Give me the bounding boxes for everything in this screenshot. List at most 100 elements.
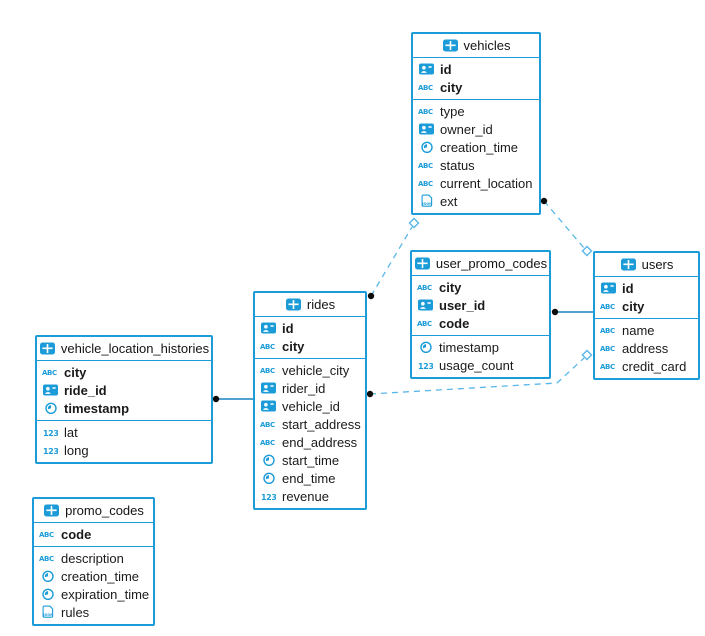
svg-text:ABC: ABC <box>417 284 432 292</box>
cardinality-dot <box>540 197 548 205</box>
text-type-icon: ABC <box>418 82 435 92</box>
text-type-icon: ABC <box>418 160 435 170</box>
field-label: expiration_time <box>61 586 150 602</box>
text-type-icon: ABC <box>39 529 56 539</box>
field-label: long <box>64 442 89 458</box>
id-badge-icon <box>42 384 59 396</box>
field-row-owner_id: owner_id <box>413 120 539 138</box>
number-type-icon: 123 <box>42 445 59 456</box>
svg-text:123: 123 <box>43 428 58 437</box>
id-badge-icon <box>418 63 435 75</box>
id-badge-icon <box>260 400 277 412</box>
table-header[interactable]: promo_codes <box>34 499 153 523</box>
table-icon <box>43 504 60 517</box>
field-row-ext: JSON ext <box>413 192 539 210</box>
relationship-line-rides-to-users <box>369 357 585 395</box>
svg-text:ABC: ABC <box>418 162 433 170</box>
field-label: start_address <box>282 416 361 432</box>
field-label: end_time <box>282 470 336 486</box>
text-type-icon: ABC <box>417 282 434 292</box>
field-label: vehicle_id <box>282 398 340 414</box>
json-type-icon: JSON <box>418 194 435 208</box>
field-row-creation_time: creation_time <box>413 138 539 156</box>
table-name: promo_codes <box>65 502 144 518</box>
field-label: status <box>440 157 475 173</box>
svg-text:ABC: ABC <box>418 84 433 92</box>
field-label: creation_time <box>440 139 519 155</box>
field-label: lat <box>64 424 78 440</box>
table-icon <box>414 257 431 270</box>
table-header[interactable]: vehicle_location_histories <box>37 337 211 361</box>
text-type-icon: ABC <box>600 301 617 311</box>
field-row-city: ABC city <box>37 363 211 381</box>
text-type-icon: ABC <box>260 341 277 351</box>
svg-text:ABC: ABC <box>260 439 275 447</box>
field-label: id <box>622 280 634 296</box>
field-label: ride_id <box>64 382 107 398</box>
relationship-line-vehicles-to-users <box>543 200 585 249</box>
svg-text:ABC: ABC <box>600 363 615 371</box>
field-label: creation_time <box>61 568 140 584</box>
datetime-type-icon <box>42 401 59 415</box>
table-header[interactable]: rides <box>255 293 365 317</box>
text-type-icon: ABC <box>418 178 435 188</box>
id-badge-icon <box>417 299 434 311</box>
svg-text:ABC: ABC <box>418 108 433 116</box>
field-label: city <box>64 364 87 380</box>
field-label: current_location <box>440 175 533 191</box>
table-name: vehicles <box>463 37 511 53</box>
table-name: users <box>641 256 674 272</box>
cardinality-dot <box>366 390 374 398</box>
number-type-icon: 123 <box>260 491 277 502</box>
table-header[interactable]: vehicles <box>413 34 539 58</box>
table-name: vehicle_location_histories <box>60 340 210 356</box>
datetime-type-icon <box>39 569 56 583</box>
field-label: usage_count <box>439 357 514 373</box>
svg-text:JSON: JSON <box>42 613 53 617</box>
field-label: ext <box>440 193 458 209</box>
field-label: start_time <box>282 452 340 468</box>
field-row-rider_id: rider_id <box>255 379 365 397</box>
svg-text:ABC: ABC <box>42 369 57 377</box>
field-row-current_location: ABC current_location <box>413 174 539 192</box>
svg-text:ABC: ABC <box>418 180 433 188</box>
cardinality-dot <box>212 395 220 403</box>
svg-text:JSON: JSON <box>421 202 432 206</box>
field-row-start_time: start_time <box>255 451 365 469</box>
table-header[interactable]: users <box>595 253 698 277</box>
field-label: address <box>622 340 669 356</box>
svg-text:123: 123 <box>261 492 276 501</box>
table-header[interactable]: user_promo_codes <box>412 252 549 276</box>
svg-text:ABC: ABC <box>39 555 54 563</box>
field-row-id: id <box>595 279 698 297</box>
cardinality-diamond <box>581 245 593 257</box>
field-label: id <box>440 61 452 77</box>
field-label: timestamp <box>439 339 499 355</box>
field-label: credit_card <box>622 358 687 374</box>
svg-text:ABC: ABC <box>600 327 615 335</box>
field-label: rider_id <box>282 380 326 396</box>
text-type-icon: ABC <box>417 318 434 328</box>
id-badge-icon <box>418 123 435 135</box>
